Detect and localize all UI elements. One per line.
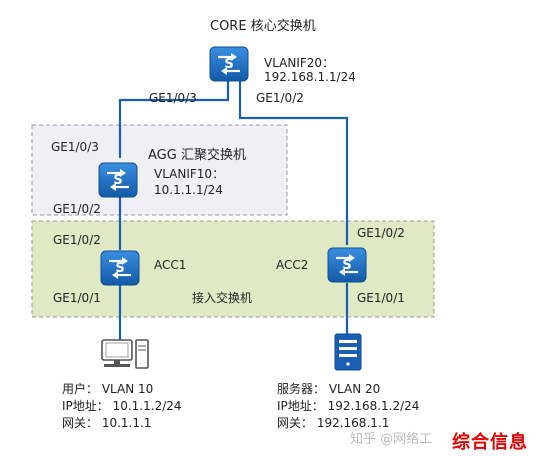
agg-port-ge103: GE1/0/3 — [51, 140, 99, 154]
agg-title: AGG 汇聚交换机 — [148, 148, 246, 163]
acc1-switch-icon[interactable] — [99, 250, 141, 286]
agg-zone — [31, 124, 288, 216]
acc2-switch-icon[interactable] — [326, 247, 368, 283]
core-vlanif-label: VLANIF20： — [264, 56, 335, 70]
agg-vlanif-label: VLANIF10： — [154, 167, 225, 181]
access-zone-title: 接入交换机 — [192, 291, 253, 305]
agg-switch-icon[interactable] — [97, 162, 139, 198]
link-core-agg — [118, 80, 230, 158]
server-ip: IP地址： 192.168.1.2/24 — [277, 399, 420, 413]
user-ip: IP地址： 10.1.1.2/24 — [62, 399, 182, 413]
agg-vlanif-ip: 10.1.1.1/24 — [154, 183, 223, 197]
core-switch-icon[interactable] — [208, 46, 250, 82]
acc2-port-ge102: GE1/0/2 — [357, 226, 405, 240]
acc2-name: ACC2 — [276, 258, 309, 272]
core-title: CORE 核心交换机 — [210, 19, 316, 34]
acc1-port-ge101: GE1/0/1 — [53, 291, 101, 305]
red-caption: 综合信息 — [452, 432, 528, 453]
acc1-port-ge102: GE1/0/2 — [53, 233, 101, 247]
server-icon[interactable] — [334, 333, 362, 371]
access-zone — [31, 220, 435, 318]
agg-port-ge102: GE1/0/2 — [53, 202, 101, 216]
user-vlan: 用户： VLAN 10 — [62, 382, 154, 396]
acc2-port-ge101: GE1/0/1 — [357, 291, 405, 305]
server-gateway: 网关： 192.168.1.1 — [277, 416, 390, 430]
user-gateway: 网关： 10.1.1.1 — [62, 416, 152, 430]
core-vlanif-ip: 192.168.1.1/24 — [264, 70, 356, 84]
server-vlan: 服务器： VLAN 20 — [277, 382, 381, 396]
core-port-ge102: GE1/0/2 — [256, 91, 304, 105]
acc1-name: ACC1 — [154, 258, 187, 272]
watermark: 知乎 @网络工 — [350, 432, 433, 447]
pc-icon[interactable] — [101, 339, 149, 369]
core-port-ge103: GE1/0/3 — [149, 91, 197, 105]
link-core-acc2 — [238, 80, 349, 245]
